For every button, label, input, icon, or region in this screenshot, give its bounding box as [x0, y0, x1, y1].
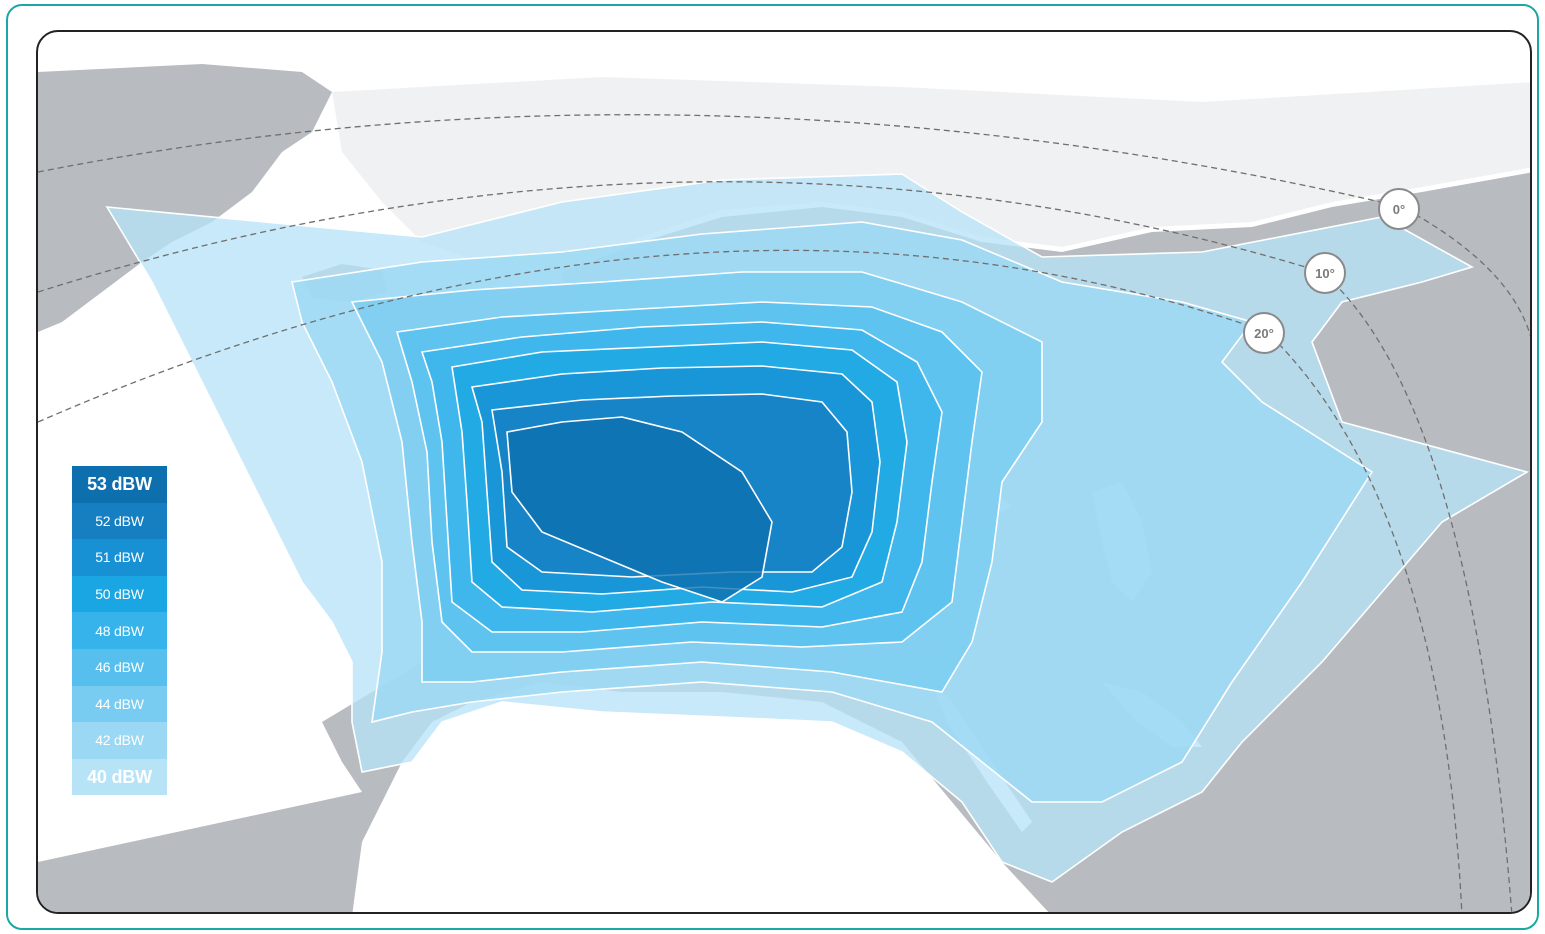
elevation-label-0: 0°	[1393, 202, 1405, 217]
elevation-labels: 0° 10° 20°	[1243, 188, 1420, 354]
legend-item: 48 dBW	[72, 612, 167, 649]
arc-20-deg	[38, 249, 1463, 912]
legend-item: 52 dBW	[72, 502, 167, 540]
coverage-contours	[105, 173, 1530, 883]
outer-frame	[6, 4, 1539, 930]
elevation-marker-20	[1243, 312, 1285, 354]
legend-item: 44 dBW	[72, 685, 167, 723]
contour-53	[506, 416, 773, 603]
arc-0-deg	[38, 114, 1530, 338]
legend-item: 46 dBW	[72, 648, 167, 686]
elevation-arcs	[38, 114, 1530, 912]
elevation-marker-10	[1304, 252, 1346, 294]
legend-item: 53 dBW	[72, 466, 167, 503]
arc-10-deg	[38, 181, 1513, 912]
legend-item: 50 dBW	[72, 575, 167, 613]
coverage-map: 0° 10° 20° 53 dBW 52 dBW 51 dBW 50 dBW 4…	[36, 30, 1532, 914]
land-greenland	[38, 64, 332, 332]
elevation-marker-0	[1378, 188, 1420, 230]
legend-item: 42 dBW	[72, 722, 167, 759]
map-svg: 0° 10° 20°	[38, 64, 1530, 912]
elevation-label-20: 20°	[1254, 326, 1274, 341]
legend-item: 51 dBW	[72, 539, 167, 576]
legend: 53 dBW 52 dBW 51 dBW 50 dBW 48 dBW 46 dB…	[72, 466, 167, 796]
elevation-label-10: 10°	[1315, 266, 1335, 281]
legend-item: 40 dBW	[72, 758, 167, 796]
